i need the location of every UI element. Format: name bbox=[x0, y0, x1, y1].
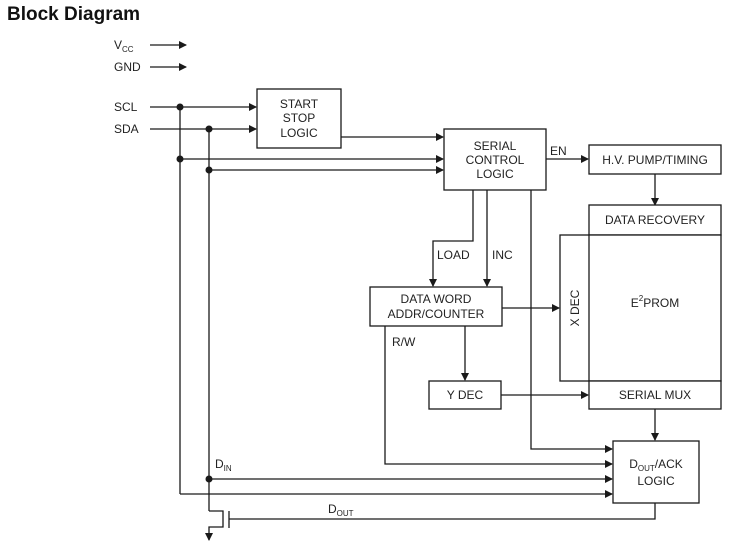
hv-pump-label: H.V. PUMP/TIMING bbox=[602, 153, 708, 167]
din-junction bbox=[205, 475, 213, 483]
data-word-label-1: DATA WORD bbox=[401, 292, 472, 306]
inc-label: INC bbox=[492, 248, 513, 262]
dout-ack-logic-block bbox=[612, 440, 700, 504]
pin-vcc-label: VCC bbox=[114, 38, 134, 54]
rw-label: R/W bbox=[392, 335, 416, 349]
serial-to-dout-wire bbox=[530, 190, 613, 453]
dout-ack-label-1: DOUT/ACK bbox=[629, 457, 683, 473]
transistor-channel bbox=[205, 510, 224, 541]
load-wire bbox=[429, 190, 474, 287]
pin-scl-label: SCL bbox=[114, 100, 138, 114]
start-stop-label-2: STOP bbox=[283, 111, 315, 125]
x-dec-label: X DEC bbox=[568, 289, 582, 326]
start-stop-label-1: START bbox=[280, 97, 319, 111]
serial-mux-label: SERIAL MUX bbox=[619, 388, 691, 402]
data-word-addr-counter-block bbox=[369, 286, 503, 327]
en-label: EN bbox=[550, 144, 567, 158]
y-dec-block bbox=[428, 380, 502, 410]
data-recovery-label: DATA RECOVERY bbox=[605, 213, 705, 227]
dout-ack-label-2: LOGIC bbox=[637, 474, 675, 488]
start-stop-label-3: LOGIC bbox=[280, 126, 318, 140]
dout-wire bbox=[229, 503, 656, 520]
serial-control-label-1: SERIAL bbox=[474, 139, 517, 153]
data-recovery-block bbox=[588, 204, 722, 236]
dout-label: DOUT bbox=[328, 502, 354, 518]
sda-junction bbox=[205, 125, 213, 133]
page-title: Block Diagram bbox=[7, 4, 141, 25]
hv-pump-timing-block bbox=[588, 144, 722, 175]
pin-gnd-label: GND bbox=[114, 60, 141, 74]
start-stop-logic-block bbox=[256, 88, 342, 149]
load-label: LOAD bbox=[437, 248, 470, 262]
serial-control-label-2: CONTROL bbox=[466, 153, 525, 167]
scl-junction bbox=[176, 103, 184, 111]
pin-sda-label: SDA bbox=[114, 122, 139, 136]
eeprom-label: E2PROM bbox=[631, 294, 679, 310]
eeprom-block bbox=[588, 234, 722, 382]
y-dec-label: Y DEC bbox=[447, 388, 484, 402]
data-word-label-2: ADDR/COUNTER bbox=[388, 307, 485, 321]
serial-control-label-3: LOGIC bbox=[476, 167, 514, 181]
serial-mux-block bbox=[588, 380, 722, 410]
rw-wire bbox=[384, 326, 613, 468]
din-label: DIN bbox=[215, 457, 232, 473]
